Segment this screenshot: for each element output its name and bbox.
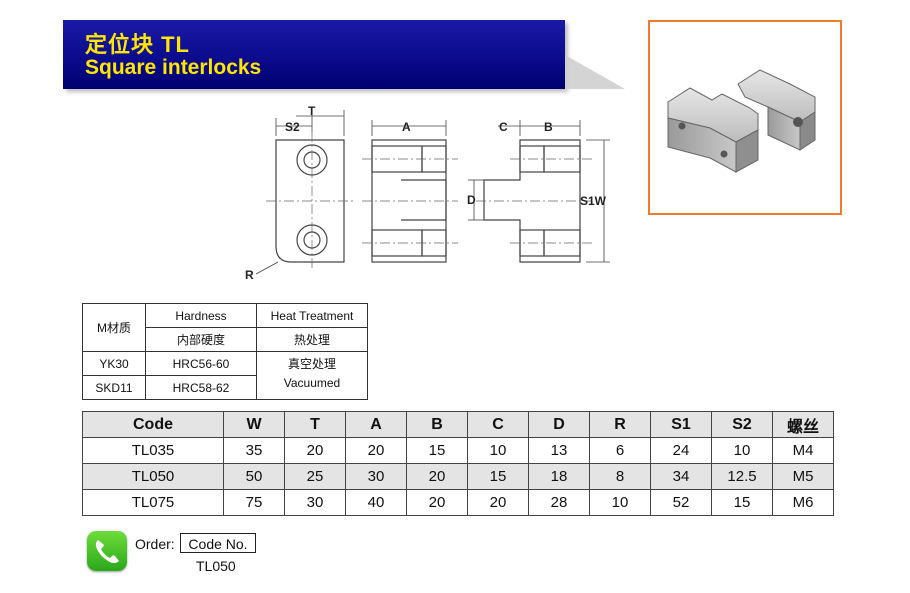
hardness-header-en: Hardness	[145, 303, 257, 328]
cell-code: TL035	[82, 437, 224, 464]
col-header-a: A	[345, 411, 407, 438]
col-header-d: D	[528, 411, 590, 438]
technical-drawing: S2 T A C B D S1W R	[236, 104, 626, 284]
col-header-code: Code	[82, 411, 224, 438]
cell-r: 6	[589, 437, 651, 464]
side-view-outline	[275, 139, 345, 263]
cell-screw: M5	[772, 463, 834, 490]
material-header: M材质	[82, 303, 146, 352]
cell-s2: 15	[711, 489, 773, 516]
cell-t: 25	[284, 463, 346, 490]
cell-b: 20	[406, 489, 468, 516]
cell-s1: 34	[650, 463, 712, 490]
cell-t: 30	[284, 489, 346, 516]
hardness-header-cn: 内部硬度	[145, 327, 257, 352]
dimension-drawing-svg: S2 T A C B D S1W R	[245, 104, 610, 282]
col-header-r: R	[589, 411, 651, 438]
title-banner: 定位块 TL Square interlocks	[63, 20, 565, 89]
cell-d: 18	[528, 463, 590, 490]
title-english: Square interlocks	[85, 56, 262, 79]
cell-w: 50	[223, 463, 285, 490]
treatment-en-cell: Vacuumed	[256, 375, 368, 400]
phone-icon	[87, 531, 127, 571]
table-row: TL050 50 25 30 20 15 18 8 34 12.5 M5	[82, 463, 834, 490]
cell-code: TL050	[82, 463, 224, 490]
col-header-w: W	[223, 411, 285, 438]
dim-label-c: C	[499, 120, 508, 134]
cell-s1: 24	[650, 437, 712, 464]
cell-c: 15	[467, 463, 529, 490]
col-header-screw: 螺丝	[772, 411, 834, 438]
col-header-s2: S2	[711, 411, 773, 438]
dim-label-s1w: S1W	[580, 194, 607, 208]
order-example-code: TL050	[196, 558, 236, 574]
cell-screw: M4	[772, 437, 834, 464]
cell-r: 10	[589, 489, 651, 516]
hardness-cell: HRC58-62	[145, 375, 257, 400]
cell-c: 20	[467, 489, 529, 516]
heat-treatment-header-en: Heat Treatment	[256, 303, 368, 328]
cell-b: 20	[406, 463, 468, 490]
dim-label-a: A	[402, 120, 411, 134]
heat-treatment-header-cn: 热处理	[256, 327, 368, 352]
cell-w: 35	[223, 437, 285, 464]
cell-a: 20	[345, 437, 407, 464]
cell-a: 40	[345, 489, 407, 516]
col-header-s1: S1	[650, 411, 712, 438]
code-no-box: Code No.	[180, 533, 256, 553]
cell-c: 10	[467, 437, 529, 464]
table-row: TL075 75 30 40 20 20 28 10 52 15 M6	[82, 489, 834, 516]
hardness-cell: HRC56-60	[145, 351, 257, 376]
treatment-cn-cell: 真空处理	[256, 351, 368, 376]
spec-table: Code W T A B C D R S1 S2 螺丝 TL035 35 20 …	[82, 411, 834, 516]
interlock-render-image	[667, 69, 816, 173]
spec-header-row: Code W T A B C D R S1 S2 螺丝	[82, 411, 834, 438]
dim-label-b: B	[544, 120, 553, 134]
cell-w: 75	[223, 489, 285, 516]
dim-label-d: D	[467, 193, 476, 207]
banner-shadow-tail	[565, 55, 625, 89]
cell-t: 20	[284, 437, 346, 464]
material-cell: SKD11	[82, 375, 146, 400]
cell-d: 13	[528, 437, 590, 464]
cell-b: 15	[406, 437, 468, 464]
col-header-b: B	[406, 411, 468, 438]
dim-label-t: T	[308, 104, 316, 118]
cell-d: 28	[528, 489, 590, 516]
cell-r: 8	[589, 463, 651, 490]
cell-s1: 52	[650, 489, 712, 516]
cell-a: 30	[345, 463, 407, 490]
cell-s2: 10	[711, 437, 773, 464]
material-cell: YK30	[82, 351, 146, 376]
dim-label-r: R	[245, 268, 254, 282]
cell-screw: M6	[772, 489, 834, 516]
table-row: TL035 35 20 20 15 10 13 6 24 10 M4	[82, 437, 834, 464]
col-header-t: T	[284, 411, 346, 438]
cell-code: TL075	[82, 489, 224, 516]
product-photo	[648, 20, 842, 215]
dim-label-s2: S2	[285, 120, 300, 134]
cell-s2: 12.5	[711, 463, 773, 490]
material-table: M材质 Hardness Heat Treatment 内部硬度 热处理 YK3…	[82, 303, 368, 400]
title-chinese: 定位块 TL	[85, 32, 190, 57]
order-label: Order:	[135, 536, 175, 552]
col-header-c: C	[467, 411, 529, 438]
